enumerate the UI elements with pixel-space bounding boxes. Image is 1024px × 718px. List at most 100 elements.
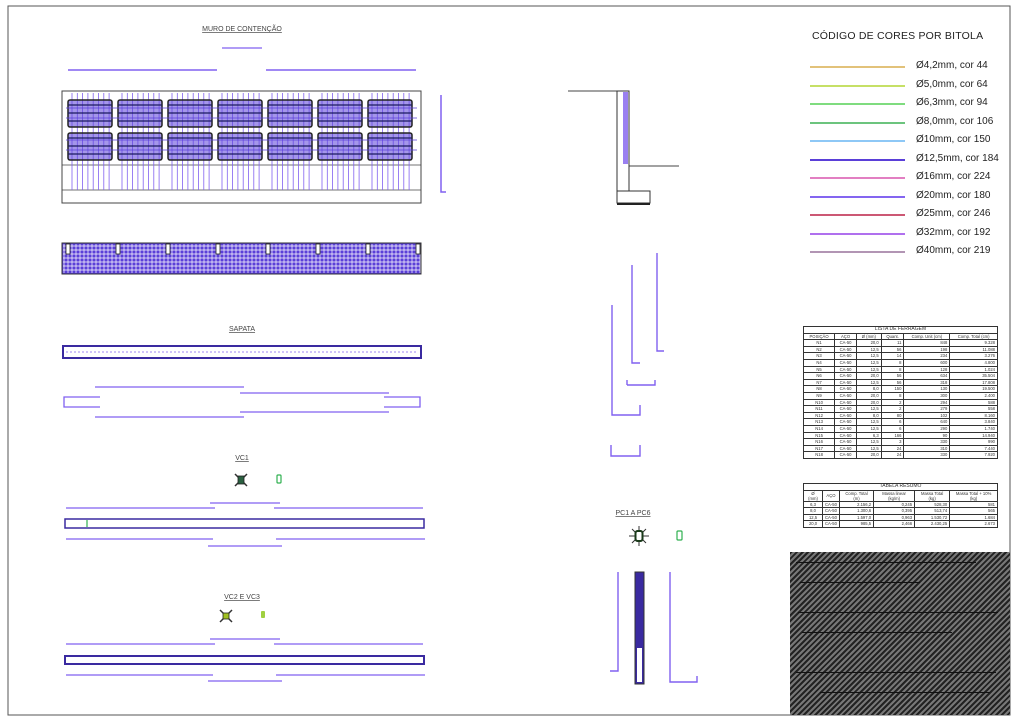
lista-cell: 318 <box>903 378 951 387</box>
lista-cell: 130 <box>903 385 951 393</box>
resumo-cell: 2.156,2 <box>838 500 875 509</box>
lista-cell: N5 <box>802 365 836 374</box>
bar-schedule-shapes <box>610 253 664 457</box>
legend-swatch <box>810 140 905 142</box>
lista-cell: N17 <box>802 444 836 453</box>
lista-cell: 12,5 <box>855 438 882 446</box>
resumo-cell: 513,74 <box>914 507 951 515</box>
resumo-cell: 12,5 <box>802 513 824 522</box>
lista-cell: CA-50 <box>834 385 857 393</box>
lista-cell: 330 <box>903 451 951 459</box>
lista-cell: 8 <box>880 365 905 374</box>
resumo-cell: 2.430,25 <box>914 520 951 528</box>
lista-cell: 150 <box>880 385 905 393</box>
lista-cell: CA-50 <box>834 424 857 433</box>
lista-cell: 11 <box>880 339 905 347</box>
lista-header: Comp. Unit (cm) <box>903 332 951 341</box>
resumo-cell: CA-50 <box>822 520 840 528</box>
muro-title: MURO DE CONTENÇÃO <box>202 24 282 33</box>
lista-cell: 166 <box>880 431 905 440</box>
lista-cell: 11.088 <box>949 345 998 354</box>
lista-cell: 2.400 <box>949 391 998 400</box>
lista-header: Comp. Total (cm) <box>949 332 998 341</box>
sapata-detail: SAPATA <box>62 326 422 418</box>
lista-cell: 3.840 <box>949 418 998 426</box>
resumo-cell: 0,245 <box>873 500 916 509</box>
lista-cell: CA-50 <box>834 411 857 420</box>
lista-cell: 8 <box>880 358 905 367</box>
legend-swatch <box>810 84 905 87</box>
lista-cell: CA-50 <box>834 391 857 400</box>
lista-cell: 35.504 <box>949 372 998 380</box>
legend-label: Ø20mm, cor 180 <box>916 189 991 201</box>
lista-cell: 12,5 <box>855 345 882 354</box>
resumo-cell: CA-50 <box>822 513 840 522</box>
legend-item: Ø16mm, cor 224 <box>810 171 1010 184</box>
lista-cell: 90 <box>903 431 951 440</box>
title-block-line <box>820 692 990 693</box>
lista-cell: 640 <box>903 418 951 426</box>
vc1-title: VC1 <box>235 455 249 462</box>
resumo-header: Ø (mm) <box>802 489 824 502</box>
legend-label: Ø6,3mm, cor 94 <box>916 97 988 108</box>
lista-cell: 20,0 <box>855 339 882 347</box>
lista-cell: 6 <box>880 424 905 433</box>
legend-item: Ø5,0mm, cor 64 <box>810 79 1010 92</box>
title-block-line <box>802 632 952 633</box>
lista-cell: 17.808 <box>949 378 998 387</box>
lista-cell: CA-50 <box>834 418 857 426</box>
resumo-cell: 985,5 <box>838 520 875 528</box>
mesh-stirrup <box>265 243 271 255</box>
resumo-cell: 581 <box>949 500 998 509</box>
lista-cell: 848 <box>903 339 951 347</box>
legend-label: Ø12,5mm, cor 184 <box>916 152 999 164</box>
lista-cell: 558 <box>949 405 998 413</box>
lista-cell: 14 <box>880 352 905 360</box>
lista-cell: 102 <box>903 411 951 420</box>
lista-cell: 8,0 <box>855 385 882 393</box>
mesh-stirrup <box>415 243 421 255</box>
lista-cell: CA-50 <box>834 378 857 387</box>
lista-cell: 19.500 <box>949 385 998 393</box>
lista-cell: 12,5 <box>855 405 882 413</box>
legend-item: Ø12,5mm, cor 184 <box>810 152 1010 166</box>
lista-cell: 1.740 <box>949 424 998 433</box>
lista-header: AÇO <box>834 332 857 341</box>
title-block-line <box>796 562 976 563</box>
lista-cell: N12 <box>802 411 836 420</box>
resumo-cell: 1.300,6 <box>838 507 875 515</box>
vc1-detail: VC1 <box>64 455 425 547</box>
mesh-stirrup <box>315 243 321 255</box>
lista-cell: N15 <box>802 431 836 440</box>
legend-swatch <box>810 214 905 216</box>
legend-item: Ø6,3mm, cor 94 <box>810 97 1010 110</box>
resumo-header: AÇO <box>822 489 840 502</box>
lista-cell: 12,5 <box>855 365 882 374</box>
legend-title: CÓDIGO DE CORES POR BITOLA <box>812 30 984 42</box>
lista-cell: 8.160 <box>949 411 998 420</box>
lista-cell: CA-50 <box>834 358 857 367</box>
legend-item: Ø10mm, cor 150 <box>810 134 1010 147</box>
legend-swatch <box>810 251 905 253</box>
lista-cell: CA-50 <box>834 352 857 360</box>
lista-cell: CA-50 <box>834 339 857 347</box>
sheet-border <box>7 5 1011 716</box>
lista-cell: CA-50 <box>834 444 857 453</box>
lista-cell: 7.440 <box>949 444 998 453</box>
lista-cell: 310 <box>903 444 951 453</box>
lista-cell: 12,5 <box>855 418 882 426</box>
lista-cell: 12,5 <box>855 352 882 360</box>
legend-label: Ø32mm, cor 192 <box>916 226 991 238</box>
lista-cell: N11 <box>802 405 836 413</box>
lista-cell: N18 <box>802 451 836 459</box>
